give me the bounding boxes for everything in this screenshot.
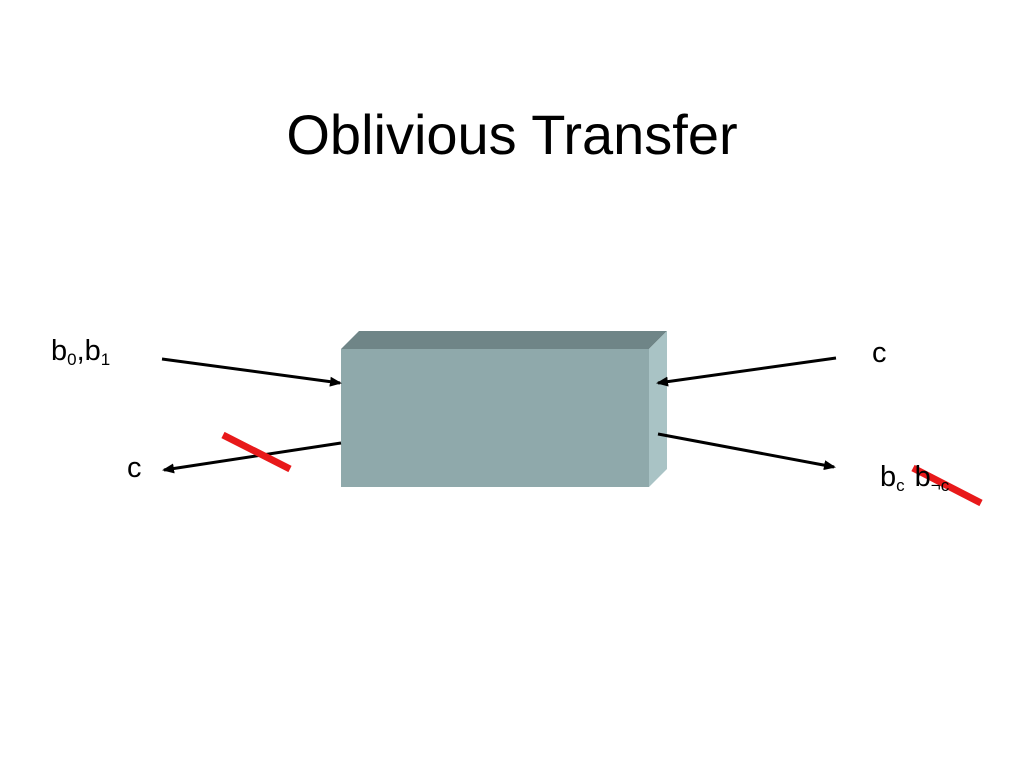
label-subscript-0: 0: [67, 350, 77, 369]
box-top-face: [341, 331, 667, 349]
arrow-receiver-input: [656, 356, 837, 387]
label-receiver-input: c: [872, 337, 887, 369]
arrow-receiver-output: [657, 432, 836, 471]
label-comma-b: ,b: [76, 335, 101, 367]
ot-black-box-icon: [341, 331, 667, 487]
label-b-c: b: [880, 461, 897, 493]
arrow-sender-input: [161, 357, 342, 387]
red-strike-icon: [221, 431, 292, 473]
label-sender-output: c: [127, 452, 142, 484]
label-b-not-c: b: [914, 461, 931, 493]
label-subscript-1: 1: [100, 350, 111, 369]
label-subscript-not-c: ¬c: [930, 476, 950, 495]
red-strike-icon: [911, 464, 983, 507]
box-front-face: [341, 349, 649, 487]
box-side-face: [649, 331, 667, 487]
label-subscript-c: c: [896, 476, 905, 495]
arrow-sender-output: [162, 441, 342, 474]
label-sender-input: b0,b1: [51, 334, 110, 368]
slide-title: Oblivious Transfer: [286, 103, 738, 166]
label-b: b: [51, 335, 68, 367]
